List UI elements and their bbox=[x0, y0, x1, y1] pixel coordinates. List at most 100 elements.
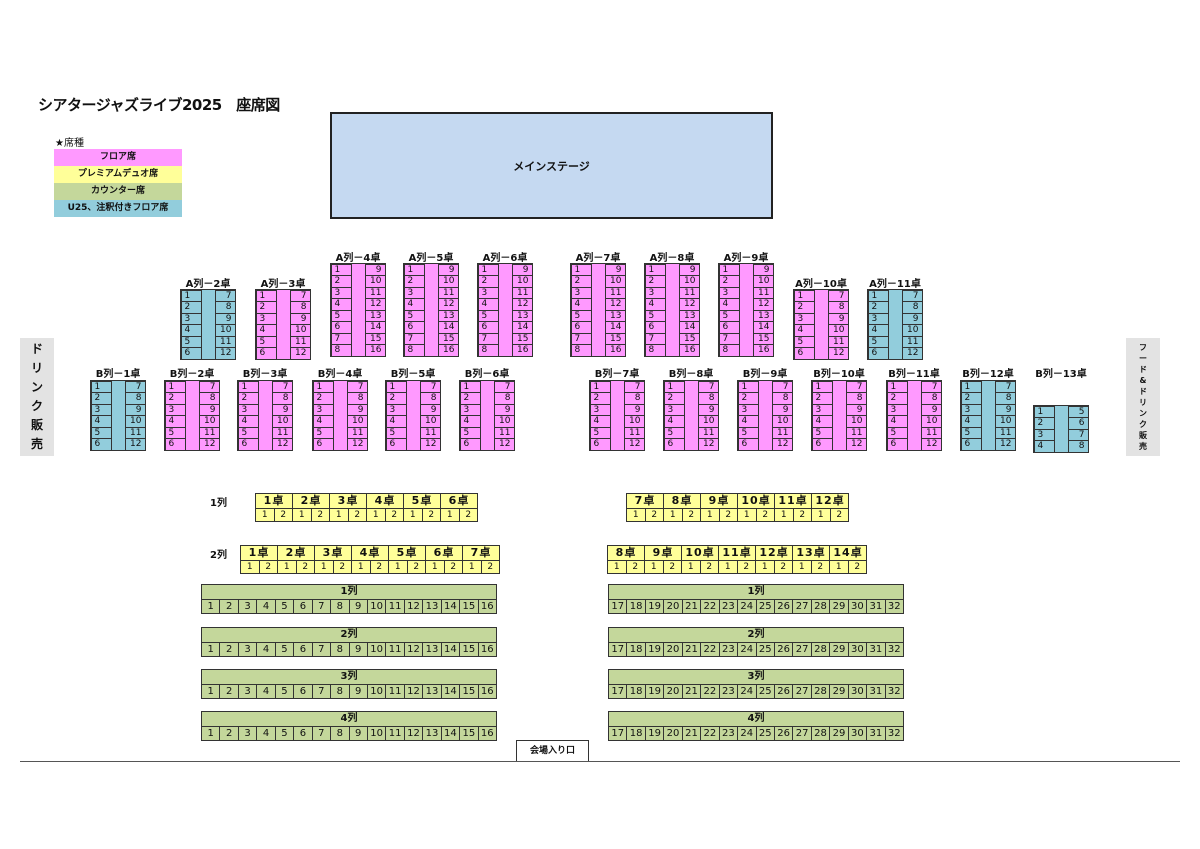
seat[interactable]: 16 bbox=[511, 344, 533, 357]
seat[interactable]: 16 bbox=[752, 344, 774, 357]
seat[interactable]: 6 bbox=[385, 438, 407, 451]
seat[interactable]: 19 bbox=[646, 685, 665, 698]
seat[interactable]: 8 bbox=[1067, 440, 1089, 453]
seat[interactable]: 1 bbox=[627, 509, 646, 521]
seat[interactable]: 22 bbox=[701, 727, 720, 740]
seat[interactable]: 12 bbox=[623, 438, 645, 451]
seat[interactable]: 2 bbox=[450, 562, 457, 572]
seat[interactable]: 5 bbox=[276, 600, 295, 613]
seat[interactable]: 20 bbox=[664, 685, 683, 698]
seat[interactable]: 1 bbox=[738, 509, 757, 521]
seat[interactable]: 2 bbox=[220, 600, 239, 613]
seat[interactable]: 12 bbox=[901, 347, 923, 360]
seat[interactable]: 2 bbox=[743, 562, 750, 572]
seat[interactable]: 1 bbox=[793, 561, 812, 573]
seat[interactable]: 1 bbox=[463, 561, 482, 573]
seat[interactable]: 6 bbox=[237, 438, 259, 451]
seat[interactable]: 28 bbox=[812, 727, 831, 740]
seat[interactable]: 21 bbox=[683, 727, 702, 740]
seat[interactable]: 8 bbox=[330, 344, 352, 357]
seat[interactable]: 12 bbox=[124, 438, 146, 451]
seat[interactable]: 2 bbox=[632, 562, 639, 572]
seat[interactable]: 8 bbox=[570, 344, 592, 357]
seat[interactable]: 21 bbox=[683, 643, 702, 656]
seat[interactable]: 1 bbox=[664, 509, 683, 521]
seat[interactable]: 21 bbox=[683, 600, 702, 613]
seat[interactable]: 22 bbox=[701, 643, 720, 656]
seat[interactable]: 2 bbox=[799, 510, 806, 520]
seat[interactable]: 6 bbox=[294, 727, 313, 740]
seat[interactable]: 12 bbox=[271, 438, 293, 451]
seat[interactable]: 11 bbox=[386, 643, 405, 656]
seat[interactable]: 10 bbox=[368, 685, 387, 698]
seat[interactable]: 24 bbox=[738, 727, 757, 740]
seat[interactable]: 17 bbox=[609, 685, 628, 698]
seat[interactable]: 31 bbox=[867, 600, 886, 613]
seat[interactable]: 26 bbox=[775, 643, 794, 656]
seat[interactable]: 18 bbox=[627, 685, 646, 698]
seat[interactable]: 12 bbox=[198, 438, 220, 451]
seat[interactable]: 26 bbox=[775, 727, 794, 740]
seat[interactable]: 30 bbox=[849, 685, 868, 698]
seat[interactable]: 13 bbox=[423, 643, 442, 656]
seat[interactable]: 29 bbox=[830, 643, 849, 656]
seat[interactable]: 16 bbox=[364, 344, 386, 357]
seat[interactable]: 1 bbox=[241, 561, 260, 573]
seat[interactable]: 4 bbox=[1033, 440, 1055, 453]
seat[interactable]: 32 bbox=[887, 728, 901, 739]
seat[interactable]: 1 bbox=[202, 727, 221, 740]
seat[interactable]: 6 bbox=[867, 347, 889, 360]
seat[interactable]: 2 bbox=[220, 685, 239, 698]
seat[interactable]: 2 bbox=[651, 510, 658, 520]
seat[interactable]: 9 bbox=[350, 643, 368, 656]
seat[interactable]: 16 bbox=[678, 344, 700, 357]
seat[interactable]: 13 bbox=[423, 685, 442, 698]
seat[interactable]: 30 bbox=[849, 727, 868, 740]
seat[interactable]: 4 bbox=[257, 685, 276, 698]
seat[interactable]: 31 bbox=[867, 727, 886, 740]
seat[interactable]: 6 bbox=[960, 438, 982, 451]
seat[interactable]: 1 bbox=[608, 561, 627, 573]
seat[interactable]: 11 bbox=[386, 600, 405, 613]
seat[interactable]: 2 bbox=[688, 510, 695, 520]
seat[interactable]: 2 bbox=[265, 562, 272, 572]
seat[interactable]: 2 bbox=[817, 562, 824, 572]
seat[interactable]: 9 bbox=[350, 685, 368, 698]
seat[interactable]: 29 bbox=[830, 600, 849, 613]
seat[interactable]: 15 bbox=[460, 600, 479, 613]
seat[interactable]: 14 bbox=[442, 643, 461, 656]
seat[interactable]: 12 bbox=[405, 643, 424, 656]
seat[interactable]: 19 bbox=[646, 643, 665, 656]
seat[interactable]: 2 bbox=[706, 562, 713, 572]
seat[interactable]: 20 bbox=[664, 727, 683, 740]
seat[interactable]: 12 bbox=[289, 347, 311, 360]
seat[interactable]: 6 bbox=[294, 685, 313, 698]
seat[interactable]: 3 bbox=[239, 600, 258, 613]
seat[interactable]: 2 bbox=[339, 562, 346, 572]
seat[interactable]: 23 bbox=[720, 600, 739, 613]
seat[interactable]: 16 bbox=[480, 686, 494, 697]
seat[interactable]: 12 bbox=[697, 438, 719, 451]
seat[interactable]: 8 bbox=[331, 643, 350, 656]
seat[interactable]: 26 bbox=[775, 600, 794, 613]
seat[interactable]: 32 bbox=[887, 601, 901, 612]
seat[interactable]: 6 bbox=[90, 438, 112, 451]
seat[interactable]: 19 bbox=[646, 727, 665, 740]
seat[interactable]: 2 bbox=[428, 510, 435, 520]
